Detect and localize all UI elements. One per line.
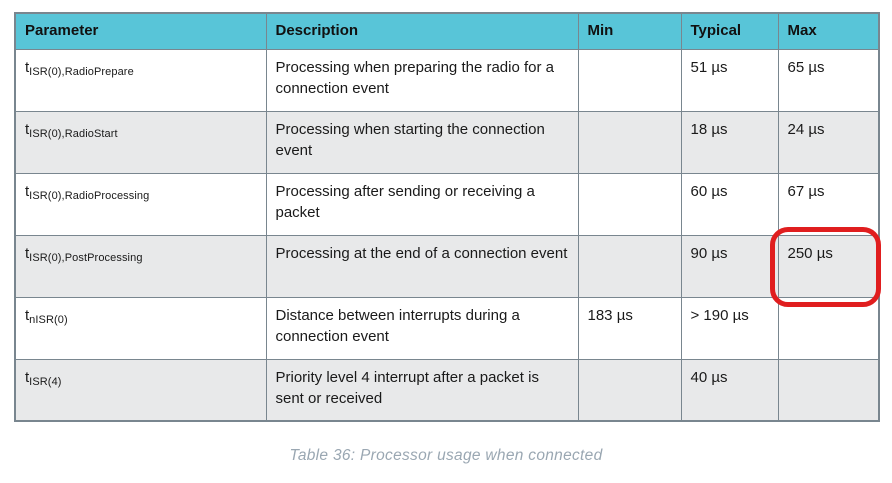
parameter-symbol: t (25, 120, 30, 138)
parameter-cell: tnISR(0) (14, 296, 267, 360)
description-cell: Distance between interrupts during a con… (265, 296, 579, 360)
min-cell (577, 234, 682, 298)
description-cell: Processing when preparing the radio for … (265, 48, 579, 112)
column-header-typical: Typical (680, 12, 779, 50)
max-cell (777, 358, 880, 422)
typical-cell: 90 µs (680, 234, 779, 298)
max-cell: 67 µs (777, 172, 880, 236)
min-cell (577, 48, 682, 112)
parameter-subscript: nISR(0) (29, 313, 68, 326)
max-cell: 65 µs (777, 48, 880, 112)
parameter-subscript: ISR(0),RadioProcessing (29, 189, 150, 202)
max-cell-highlighted: 250 µs (777, 234, 880, 298)
max-cell: 24 µs (777, 110, 880, 174)
parameter-subscript: ISR(0),PostProcessing (29, 251, 143, 264)
typical-cell: 51 µs (680, 48, 779, 112)
table-row: tnISR(0)Distance between interrupts duri… (14, 296, 880, 360)
description-cell: Processing when starting the connection … (265, 110, 579, 174)
description-cell: Priority level 4 interrupt after a packe… (265, 358, 579, 422)
parameter-subscript: ISR(4) (29, 375, 62, 388)
parameter-symbol: t (25, 306, 30, 324)
description-cell: Processing at the end of a connection ev… (265, 234, 579, 298)
parameter-subscript: ISR(0),RadioPrepare (29, 65, 134, 78)
typical-cell: 18 µs (680, 110, 779, 174)
parameter-cell: tISR(0),RadioProcessing (14, 172, 267, 236)
parameter-subscript: ISR(0),RadioStart (29, 127, 118, 140)
parameter-cell: tISR(0),PostProcessing (14, 234, 267, 298)
typical-cell: > 190 µs (680, 296, 779, 360)
parameter-cell: tISR(4) (14, 358, 267, 422)
min-cell (577, 358, 682, 422)
column-header-max: Max (777, 12, 880, 50)
min-cell (577, 110, 682, 174)
parameter-symbol: t (25, 182, 30, 200)
description-cell: Processing after sending or receiving a … (265, 172, 579, 236)
parameter-cell: tISR(0),RadioPrepare (14, 48, 267, 112)
max-cell (777, 296, 880, 360)
column-header-parameter: Parameter (14, 12, 267, 50)
typical-cell: 40 µs (680, 358, 779, 422)
column-header-description: Description (265, 12, 579, 50)
min-cell (577, 172, 682, 236)
parameter-symbol: t (25, 58, 30, 76)
table-caption: Table 36: Processor usage when connected (289, 447, 603, 464)
parameter-symbol: t (25, 368, 30, 386)
parameter-symbol: t (25, 244, 30, 262)
typical-cell: 60 µs (680, 172, 779, 236)
min-cell: 183 µs (577, 296, 682, 360)
table-row: tISR(4)Priority level 4 interrupt after … (14, 358, 880, 422)
parameter-cell: tISR(0),RadioStart (14, 110, 267, 174)
column-header-min: Min (577, 12, 682, 50)
